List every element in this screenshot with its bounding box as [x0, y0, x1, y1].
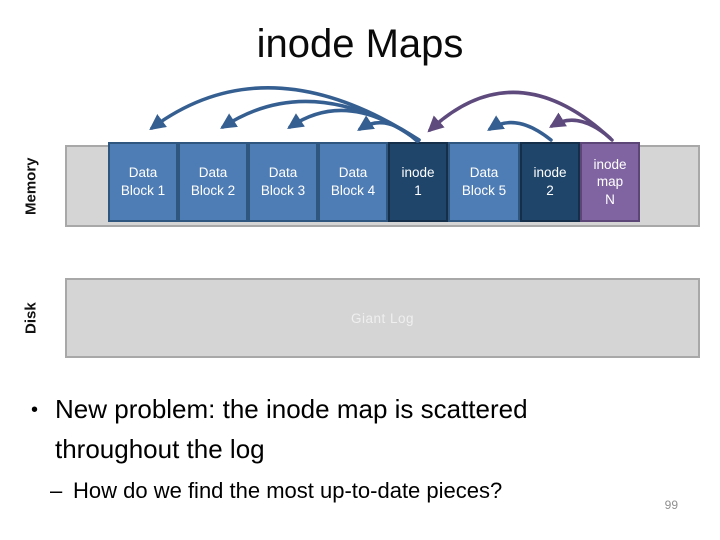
- block-label: Data Block 2: [190, 165, 236, 198]
- block-data-block-2: Data Block 2: [178, 142, 248, 222]
- bullet-line-2: throughout the log: [55, 434, 265, 464]
- arrow-inode2-to-data-block-5: [487, 115, 553, 142]
- page-number: 99: [664, 498, 678, 512]
- arrow-inodemap-to-inode-2: [549, 112, 612, 140]
- bullet-marker: •: [31, 399, 39, 421]
- disk-bar: Giant Log: [65, 278, 700, 358]
- block-label: inode map N: [593, 156, 627, 207]
- block-inode-2: inode 2: [520, 142, 580, 222]
- sub-bullet-text: How do we find the most up-to-date piece…: [73, 478, 503, 503]
- bullet-line-1: New problem: the inode map is scattered: [55, 394, 528, 424]
- arrow-inode1-to-data-block-3: [287, 108, 420, 143]
- block-data-block-5: Data Block 5: [448, 142, 520, 222]
- slide-title: inode Maps: [256, 22, 464, 66]
- block-inode-map-n: inode map N: [580, 142, 640, 222]
- arrow-inodemap-to-inode-1: [427, 90, 614, 142]
- sub-bullet-marker: –: [50, 478, 63, 503]
- block-label: Data Block 4: [330, 165, 376, 198]
- block-data-block-3: Data Block 3: [248, 142, 318, 222]
- block-label: inode 2: [533, 165, 567, 198]
- arrow-inode1-to-data-block-4: [357, 115, 419, 143]
- block-data-block-4: Data Block 4: [318, 142, 388, 222]
- arrow-inode1-to-data-block-2: [220, 99, 421, 142]
- memory-row-label: Memory: [22, 157, 40, 215]
- block-inode-1: inode 1: [388, 142, 448, 222]
- block-label: inode 1: [401, 165, 435, 198]
- arrow-inode1-to-data-block-1: [149, 86, 421, 142]
- block-label: Data Block 3: [260, 165, 306, 198]
- giant-log-label: Giant Log: [350, 310, 415, 326]
- block-data-block-1: Data Block 1: [108, 142, 178, 222]
- block-label: Data Block 1: [120, 165, 166, 198]
- block-label: Data Block 5: [461, 165, 507, 198]
- disk-row-label: Disk: [22, 302, 40, 334]
